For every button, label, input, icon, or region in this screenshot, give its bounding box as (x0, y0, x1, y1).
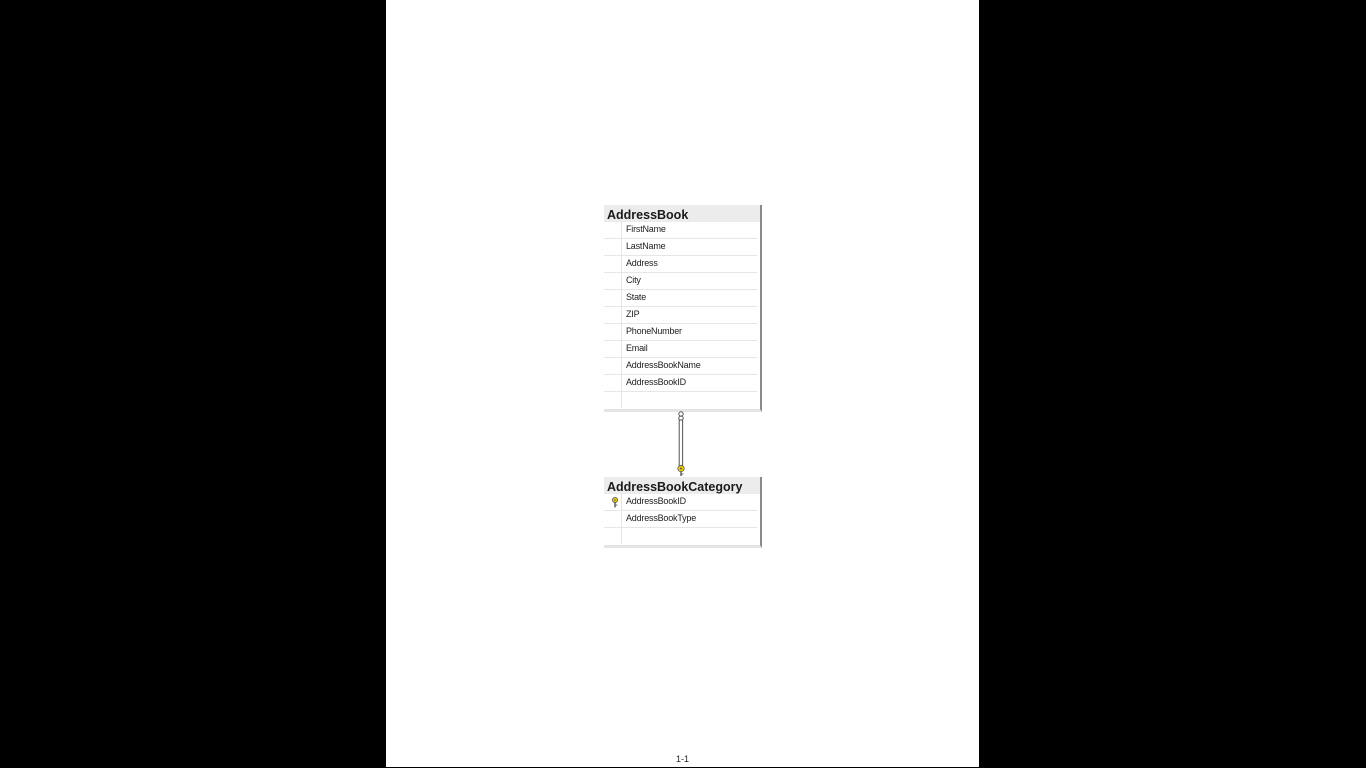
page-number: 1-1 (675, 754, 689, 764)
row-selector[interactable] (604, 222, 622, 238)
primary-key-icon (612, 497, 618, 508)
row-selector[interactable] (604, 290, 622, 306)
table-addressbookcategory[interactable]: AddressBookCategory AddressBookID Addres… (604, 477, 762, 548)
row-selector[interactable] (604, 494, 622, 510)
key-icon (677, 464, 685, 476)
table-title: AddressBookCategory (604, 477, 760, 494)
column-row[interactable]: Address (604, 256, 757, 273)
column-row[interactable]: ZIP (604, 307, 757, 324)
row-selector[interactable] (604, 256, 622, 272)
row-selector[interactable] (604, 528, 622, 544)
row-selector[interactable] (604, 273, 622, 289)
new-column-row[interactable] (604, 528, 757, 545)
column-name: AddressBookID (626, 496, 686, 506)
column-name: City (626, 275, 641, 285)
column-row[interactable]: City (604, 273, 757, 290)
column-row[interactable]: AddressBookID (604, 494, 757, 511)
column-row[interactable]: FirstName (604, 222, 757, 239)
column-name: AddressBookName (626, 360, 701, 370)
row-selector[interactable] (604, 511, 622, 527)
table-addressbook[interactable]: AddressBook FirstName LastName Address C… (604, 205, 762, 412)
column-name: Address (626, 258, 658, 268)
row-selector[interactable] (604, 324, 622, 340)
column-row[interactable]: Email (604, 341, 757, 358)
row-selector[interactable] (604, 358, 622, 374)
column-name: ZIP (626, 309, 640, 319)
column-row[interactable]: AddressBookName (604, 358, 757, 375)
row-selector[interactable] (604, 307, 622, 323)
connector-line (678, 419, 684, 469)
row-selector[interactable] (604, 375, 622, 391)
column-name: LastName (626, 241, 666, 251)
infinity-icon (678, 411, 684, 421)
relationship-line[interactable] (674, 410, 690, 478)
column-name: Email (626, 343, 648, 353)
row-selector[interactable] (604, 239, 622, 255)
column-row[interactable]: AddressBookType (604, 511, 757, 528)
new-column-row[interactable] (604, 392, 757, 409)
column-name: FirstName (626, 224, 666, 234)
row-selector[interactable] (604, 341, 622, 357)
column-row[interactable]: AddressBookID (604, 375, 757, 392)
row-selector[interactable] (604, 392, 622, 408)
column-name: State (626, 292, 647, 302)
column-name: PhoneNumber (626, 326, 682, 336)
column-name: AddressBookID (626, 377, 686, 387)
column-row[interactable]: State (604, 290, 757, 307)
print-preview-page: AddressBook FirstName LastName Address C… (386, 0, 979, 767)
column-name: AddressBookType (626, 513, 697, 523)
column-row[interactable]: PhoneNumber (604, 324, 757, 341)
column-row[interactable]: LastName (604, 239, 757, 256)
table-title: AddressBook (604, 205, 760, 222)
